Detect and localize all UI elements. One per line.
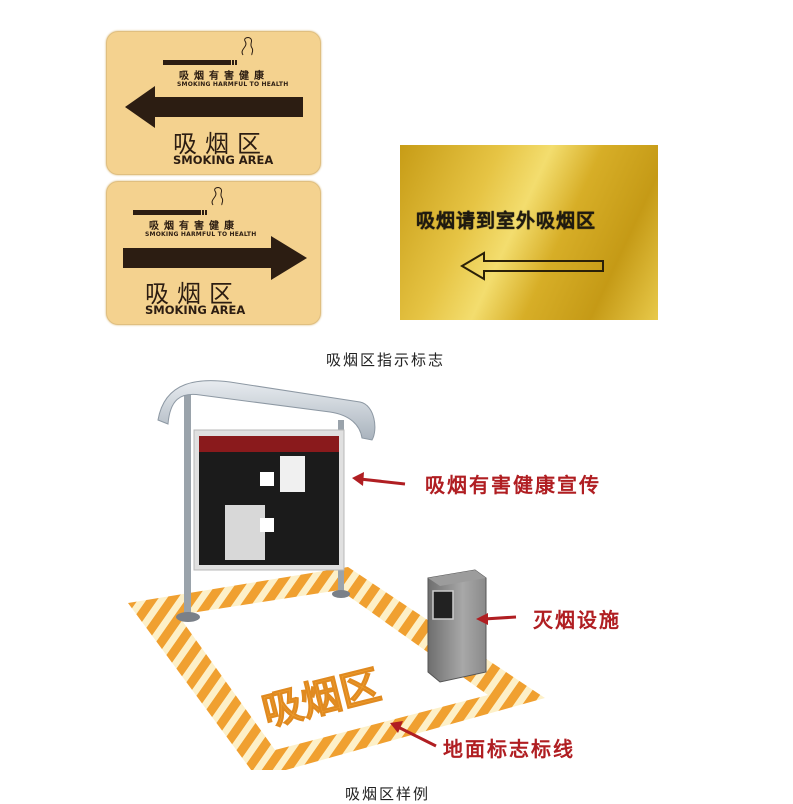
sign-title-cn: 吸烟区	[145, 280, 241, 308]
caption-example: 吸烟区样例	[345, 785, 431, 803]
warning-cn: 吸烟有害健康	[149, 221, 239, 232]
sign-title-en: SMOKING AREA	[173, 153, 274, 167]
label-ashtray: 灭烟设施	[533, 608, 621, 632]
label-poster: 吸烟有害健康宣传	[425, 473, 601, 497]
arrow-right-icon	[123, 236, 307, 284]
smoking-area-sign-left: 吸烟有害健康 SMOKING HARMFUL TO HEALTH 吸烟区 SMO…	[106, 31, 321, 175]
smoking-area-illustration: 吸烟区	[0, 370, 793, 778]
caption-signs: 吸烟区指示标志	[326, 351, 446, 369]
smoking-area-sign-right: 吸烟有害健康 SMOKING HARMFUL TO HEALTH 吸烟区 SMO…	[106, 181, 321, 325]
floor-text: 吸烟区	[258, 662, 386, 736]
smoke-icon	[237, 35, 257, 57]
cigarette-icon	[133, 210, 201, 215]
sign-title-en: SMOKING AREA	[145, 303, 246, 317]
gold-sign-text: 吸烟请到室外吸烟区	[416, 210, 597, 232]
sign-title-cn: 吸烟区	[173, 130, 269, 158]
arrow-left-icon	[125, 86, 305, 132]
warning-en: SMOKING HARMFUL TO HEALTH	[145, 231, 257, 238]
gold-outdoor-smoking-sign: 吸烟请到室外吸烟区	[400, 145, 658, 320]
label-floor-line: 地面标志标线	[443, 737, 575, 761]
arrow-left-outline-icon	[460, 251, 606, 285]
warning-cn: 吸烟有害健康	[179, 71, 269, 82]
smoke-icon	[207, 185, 227, 207]
warning-en: SMOKING HARMFUL TO HEALTH	[177, 81, 289, 88]
cigarette-icon	[163, 60, 231, 65]
